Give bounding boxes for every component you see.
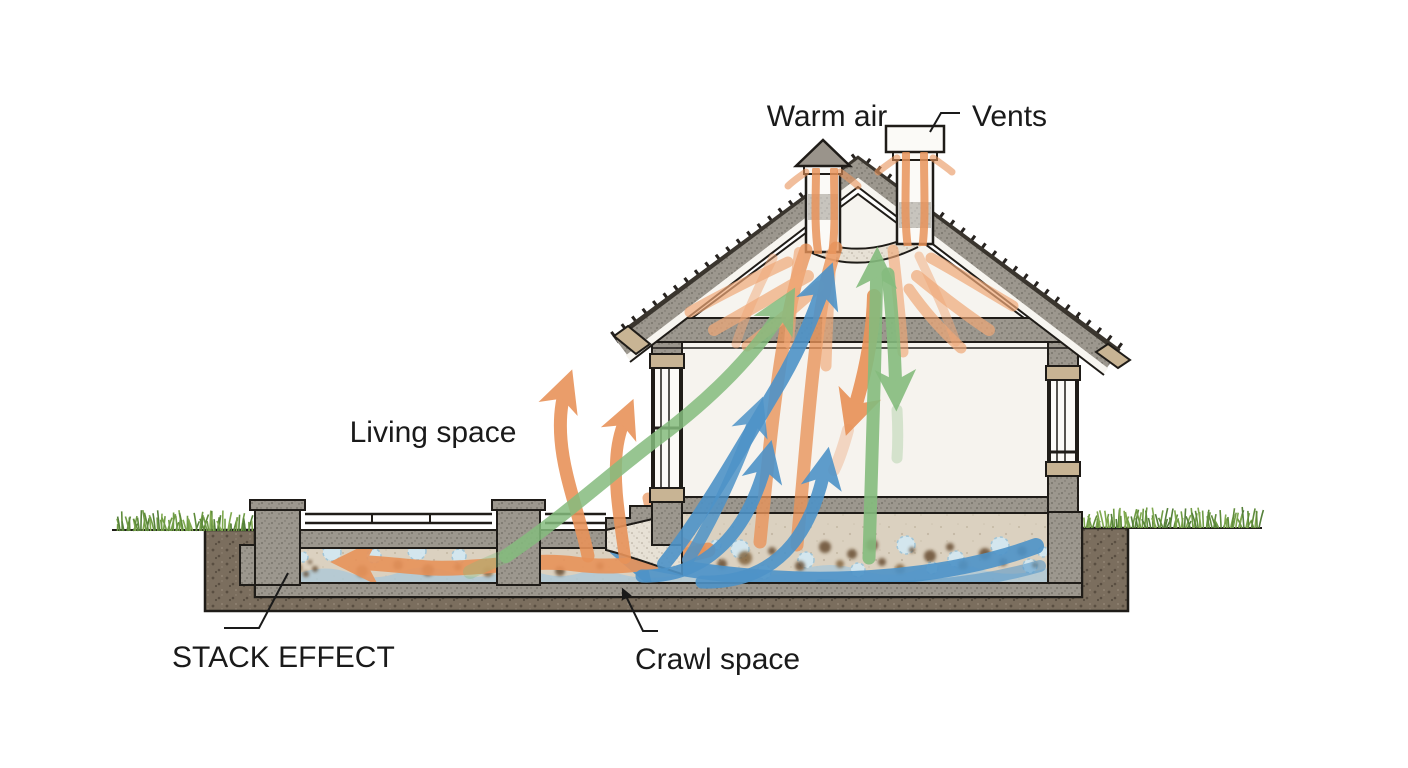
foundation-structure — [239, 495, 1083, 598]
stack-effect-leader-line — [224, 572, 289, 629]
footing-slab — [254, 582, 1083, 598]
window-right — [1045, 365, 1081, 477]
roof-insulation — [616, 159, 1118, 369]
living-space-label: Living space — [350, 416, 517, 449]
vent-cap-left-icon — [792, 138, 854, 168]
grass-left — [116, 509, 254, 532]
vent-cap-right-icon — [884, 124, 946, 154]
eave-right — [1094, 342, 1132, 370]
crawl-space-leader-line — [621, 587, 658, 632]
labels: Warm air Vents Living space STACK EFFECT… — [172, 100, 1047, 676]
grass-right — [1083, 506, 1265, 529]
porch-slab — [299, 529, 498, 549]
cool-air-flows — [635, 262, 842, 589]
warm-air-label: Warm air — [767, 100, 888, 133]
fresh-air-flows — [463, 246, 917, 579]
vent-shaft-streams — [811, 152, 929, 254]
moisture-left — [300, 567, 682, 583]
crawl-space-label: Crawl space — [635, 643, 800, 676]
vents-leader-line — [929, 112, 960, 133]
foundation-wall-right — [1047, 511, 1083, 584]
foundation-pier-left — [254, 504, 301, 586]
eave-left — [612, 324, 652, 356]
vents-label: Vents — [972, 100, 1047, 133]
stack-effect-label: STACK EFFECT — [172, 641, 395, 674]
